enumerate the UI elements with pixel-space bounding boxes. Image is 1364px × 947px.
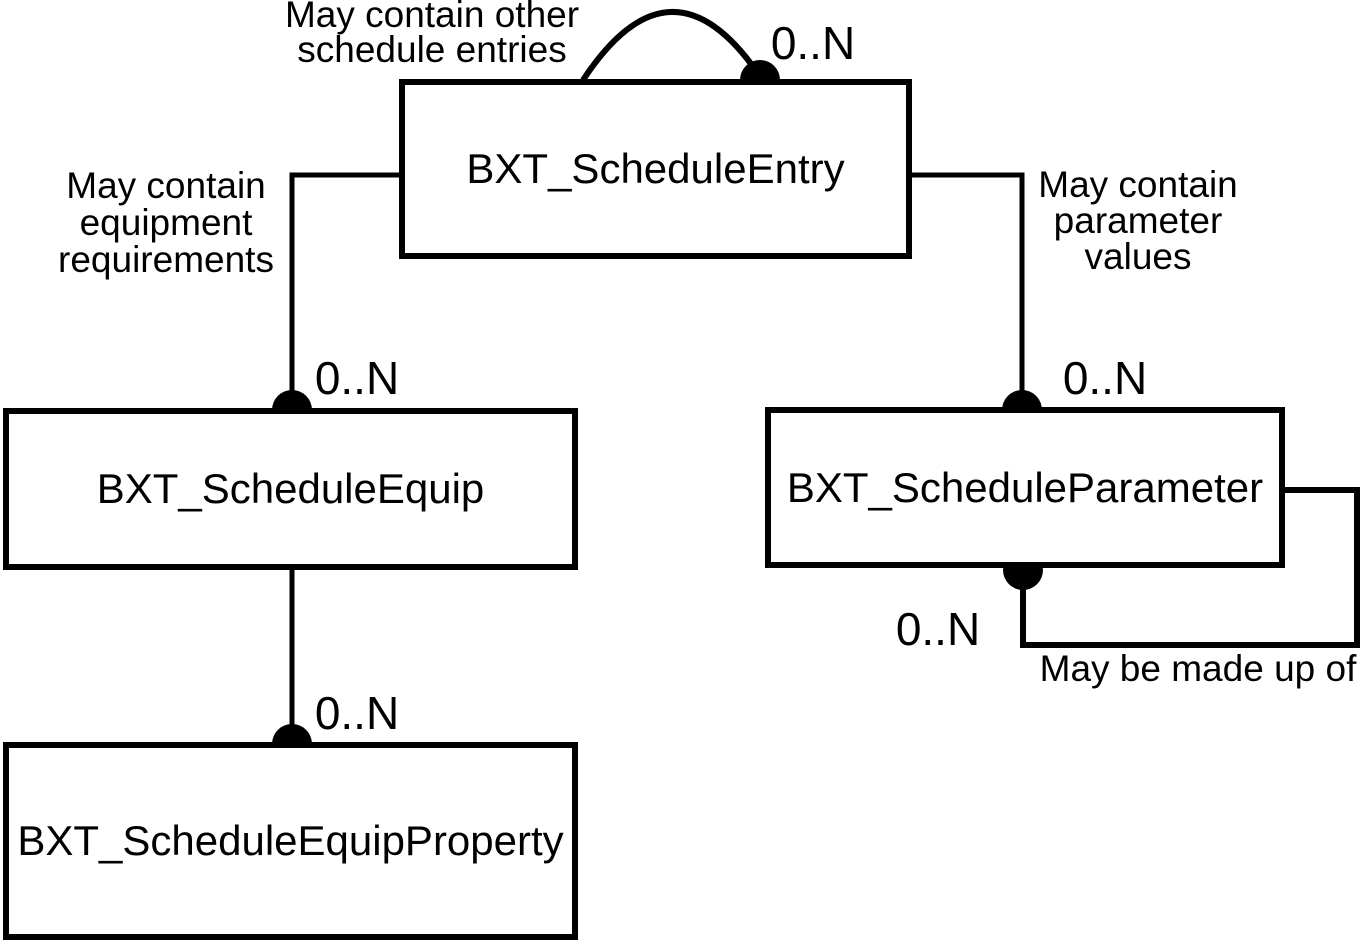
relationship-label-line: May contain xyxy=(1038,164,1238,205)
cardinality-label-equip: 0..N xyxy=(314,352,400,404)
relationship-label-entry-self: May contain other schedule entries xyxy=(232,0,632,70)
relationship-line-entry-equip xyxy=(289,172,405,412)
cardinality-label-equip-property: 0..N xyxy=(314,687,400,739)
entity-box-schedule-equip-property: BXT_ScheduleEquipProperty xyxy=(3,742,578,940)
entity-name-schedule-equip: BXT_ScheduleEquip xyxy=(96,465,485,512)
entity-box-schedule-entry: BXT_ScheduleEntry xyxy=(399,79,912,259)
entity-name-schedule-parameter: BXT_ScheduleParameter xyxy=(786,463,1264,511)
entity-box-schedule-parameter: BXT_ScheduleParameter xyxy=(765,407,1285,568)
entity-name-schedule-entry: BXT_ScheduleEntry xyxy=(466,145,845,192)
relationship-label-parameter-self: May be made up of xyxy=(1022,648,1364,689)
relationship-label-line: May contain xyxy=(66,165,266,206)
relationship-label-line: May be made up of xyxy=(1039,648,1357,689)
relationship-label-line: May contain other xyxy=(284,0,580,35)
relationship-label-line: parameter xyxy=(1053,200,1223,241)
relationship-label-line: values xyxy=(1084,236,1192,277)
cardinality-label-parameter: 0..N xyxy=(1062,352,1148,404)
cardinality-label-parameter-self: 0..N xyxy=(895,603,981,655)
self-loop-line-schedule-parameter xyxy=(1020,487,1360,648)
cardinality-label-entry-self: 0..N xyxy=(770,17,856,69)
relationship-line-entry-parameter xyxy=(906,172,1025,412)
relationship-label-entry-equip: May contain equipment requirements xyxy=(16,167,316,278)
relationship-label-line: schedule entries xyxy=(297,29,567,70)
relationship-label-line: requirements xyxy=(58,239,274,280)
relationship-label-line: equipment xyxy=(79,202,253,243)
entity-name-schedule-equip-property: BXT_ScheduleEquipProperty xyxy=(17,817,564,864)
entity-box-schedule-equip: BXT_ScheduleEquip xyxy=(3,408,578,570)
self-loop-arc-schedule-entry xyxy=(580,8,760,82)
relationship-label-entry-parameter: May contain parameter values xyxy=(988,164,1288,277)
